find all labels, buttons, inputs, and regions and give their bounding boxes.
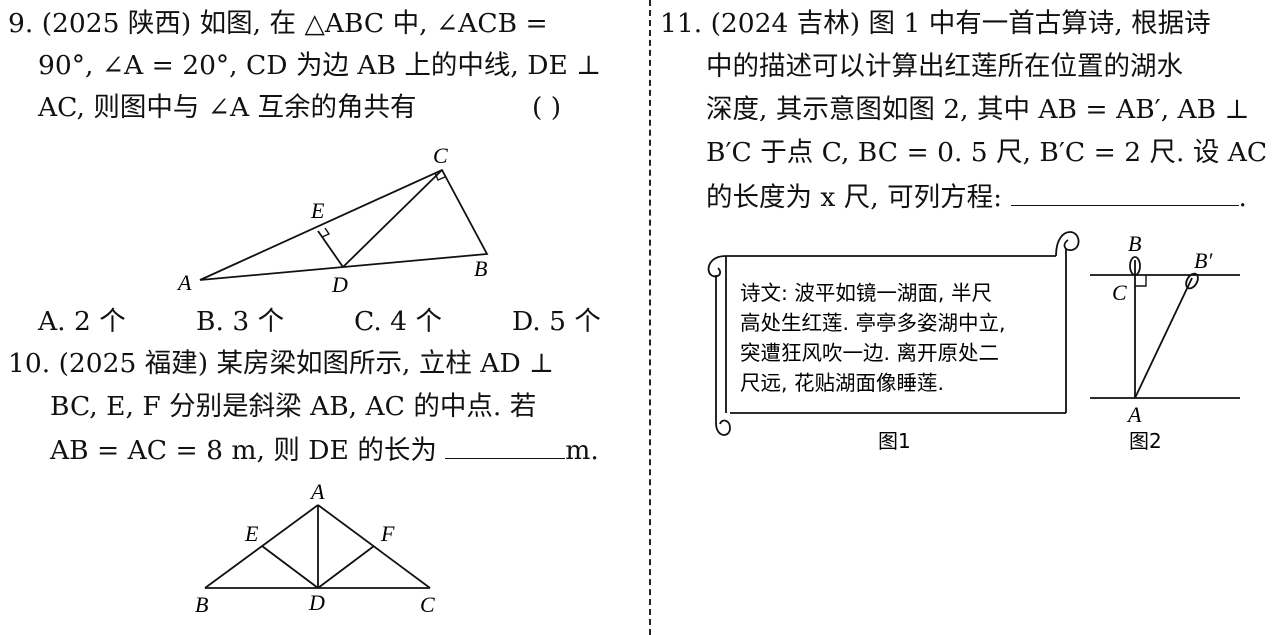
q11-poem-line-2: 高处生红莲. 亭亭多姿湖中立, [740,311,1006,335]
q10-label-b: B [195,592,208,617]
q11-line-4: B′C 于点 C, BC = 0. 5 尺, B′C = 2 尺. 设 AC [706,137,1268,168]
q10-label-c: C [420,592,435,617]
q9-line-3: AC, 则图中与 ∠A 互余的角共有 [38,92,417,123]
q10-label-d: D [308,590,325,615]
q11-lotus-b-prime [1185,272,1199,290]
q9-right-angle-e [321,227,331,238]
q9-right-angle-c [434,172,446,181]
q11-line-5-text: 的长度为 x 尺, 可列方程: [706,182,1003,213]
q11-scroll [707,231,1080,436]
q10-label-e: E [244,521,259,546]
q11-line-3: 深度, 其示意图如图 2, 其中 AB = AB′, AB ⊥ [706,94,1250,125]
q9-choice-b: B. 3 个 [196,306,285,337]
q9-label-e: E [310,198,325,223]
column-divider [649,0,651,635]
q9-median-cd [342,169,443,268]
q10-line-1: 10. (2025 福建) 某房梁如图所示, 立柱 AD ⊥ [8,348,555,379]
q10-figure: A B C D E F [195,479,435,617]
q11-line-5: 的长度为 x 尺, 可列方程: . [706,177,1247,218]
q11-lotus-b [1129,256,1141,276]
q9-choice-c: C. 4 个 [354,306,442,337]
q11-fig2-caption: 图2 [1129,429,1162,453]
q10-segment-df [317,545,375,589]
q11-poem-line-4: 尺远, 花贴湖面像睡莲. [740,371,944,395]
q11-right-angle-c [1135,275,1147,287]
q10-unit: m. [565,435,599,466]
q11-label-a: A [1126,402,1142,427]
q11-fig1-caption: 图1 [878,429,911,453]
q11-line-2: 中的描述可以计算出红莲所在位置的湖水 [706,51,1183,82]
q11-figures: 诗文: 波平如镜一湖面, 半尺 高处生红莲. 亭亭多姿湖中立, 突遭狂风吹一边.… [707,231,1240,453]
q10-line-3-text: AB = AC = 8 m, 则 DE 的长为 [50,435,437,466]
q9-label-a: A [176,270,192,295]
q10-beam-ab [204,504,319,589]
q9-label-c: C [433,143,448,168]
q11-label-c: C [1112,280,1127,305]
q11-poem-line-1: 诗文: 波平如镜一湖面, 半尺 [740,281,992,305]
q10-line-3: AB = AC = 8 m, 则 DE 的长为 m. [50,430,599,471]
q10-line-2: BC, E, F 分别是斜梁 AB, AC 的中点. 若 [50,391,537,422]
q11-line-1: 11. (2024 吉林) 图 1 中有一首古算诗, 根据诗 [660,8,1211,39]
q11-answer-blank[interactable] [1010,177,1239,206]
q11-stem-ab-prime [1134,277,1193,399]
q9-line-2: 90°, ∠A = 20°, CD 为边 AB 上的中线, DE ⊥ [38,50,602,81]
q11-label-b: B [1128,231,1141,256]
q11-poem-line-3: 突遭狂风吹一边. 离开原处二 [740,341,999,365]
q10-label-f: F [380,521,395,546]
q10-answer-blank[interactable] [445,430,566,459]
q9-figure: A B C D E [176,143,489,297]
q9-choice-d: D. 5 个 [512,306,601,337]
q11-label-b-prime: B′ [1194,248,1213,273]
q9-choice-a: A. 2 个 [38,306,126,337]
q9-label-b: B [474,256,487,281]
q11-end-mark: . [1238,182,1247,213]
q9-line-1: 9. (2025 陕西) 如图, 在 △ABC 中, ∠ACB = [8,8,548,39]
q11-lotus-diagram [1090,256,1240,399]
q9-answer-paren: ( ) [532,92,562,123]
q10-label-a: A [309,479,325,504]
q9-label-d: D [331,272,348,297]
q10-segment-de [261,545,319,589]
